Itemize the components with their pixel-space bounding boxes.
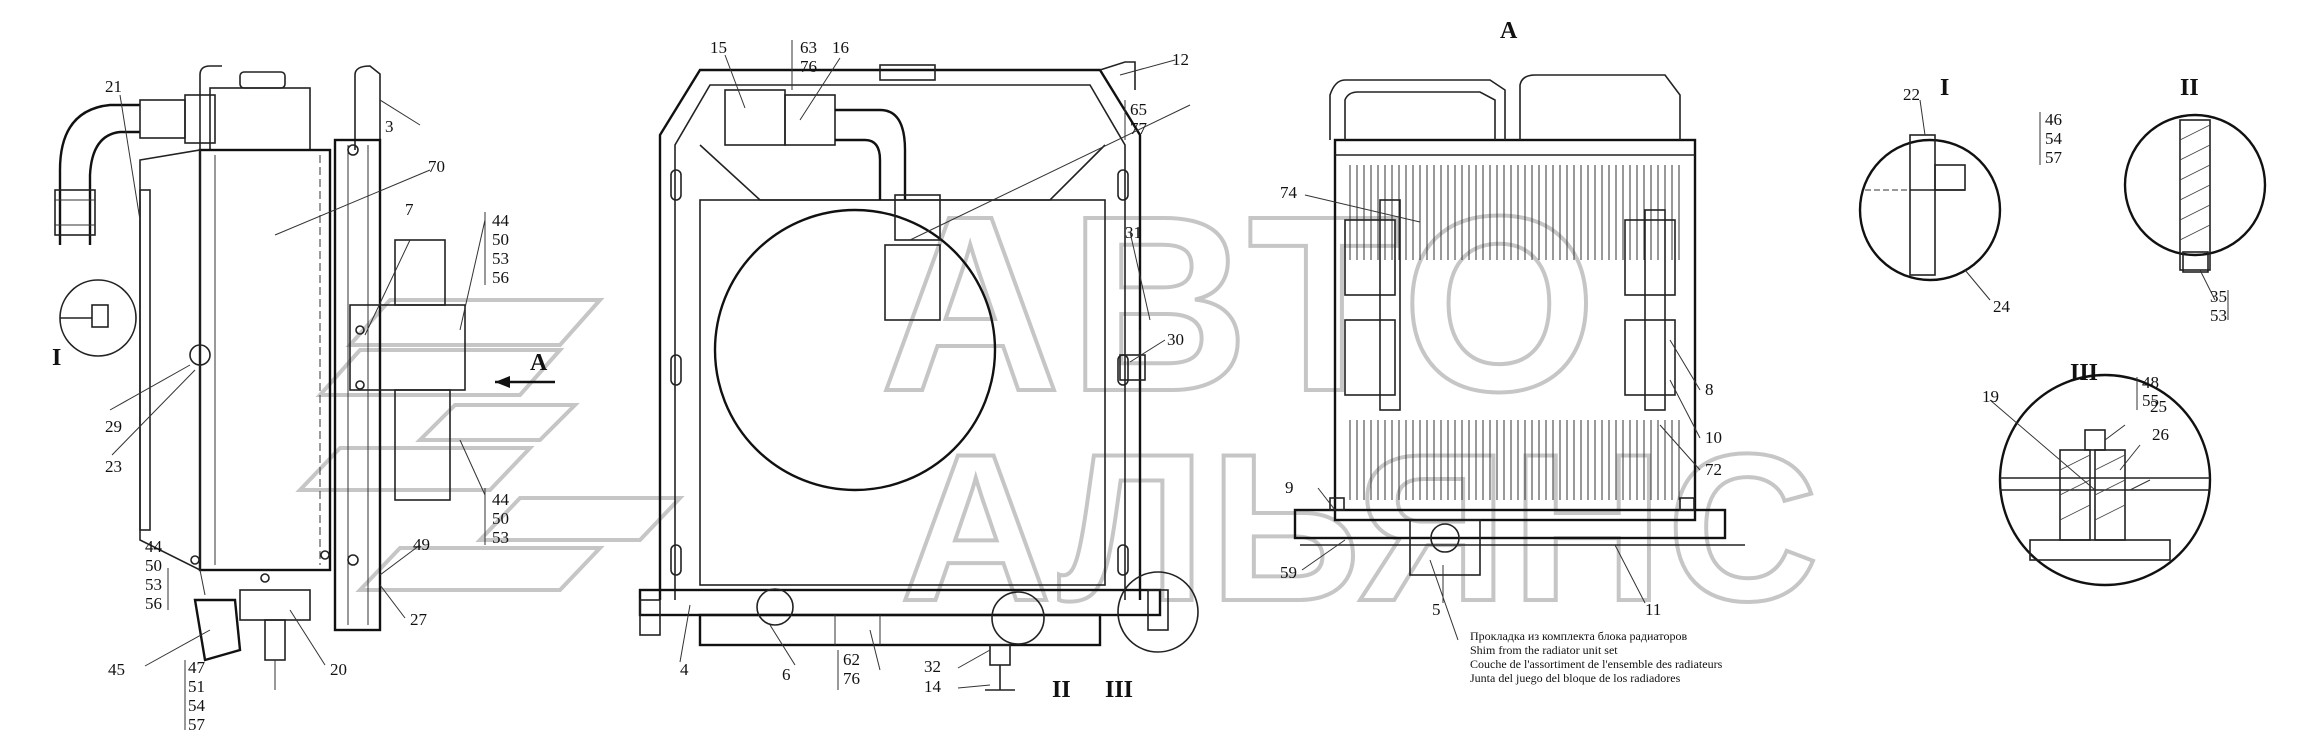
callout: 29 — [105, 417, 122, 436]
watermark-line1: АВТО — [880, 164, 1605, 443]
callout: 50 — [145, 556, 162, 575]
callout: 27 — [410, 610, 428, 629]
callout: 24 — [1993, 297, 2011, 316]
callout: 53 — [2210, 306, 2227, 325]
callout: 50 — [492, 509, 509, 528]
callout: 76 — [800, 57, 817, 76]
detail-2-hatch — [2179, 124, 2211, 241]
callout: 35 — [2210, 287, 2227, 306]
watermark-line2: АЛЬЯНС — [900, 410, 1823, 645]
callout: 48 — [2142, 373, 2159, 392]
callout: 53 — [492, 528, 509, 547]
callout: 6 — [782, 665, 791, 684]
callout: 47 — [188, 658, 206, 677]
callout: 21 — [105, 77, 122, 96]
callout: 74 — [1280, 183, 1298, 202]
callout: 12 — [1172, 50, 1189, 69]
callout: 55 — [2142, 391, 2159, 410]
callout: 9 — [1285, 478, 1294, 497]
core-fins — [1349, 165, 1680, 500]
callout: 77 — [1130, 119, 1148, 138]
note-line-en: Shim from the radiator unit set — [1470, 643, 1618, 657]
callout: 45 — [108, 660, 125, 679]
callout: 76 — [843, 669, 860, 688]
callout: 16 — [832, 38, 849, 57]
watermark-logo-stripes — [295, 298, 685, 592]
callout: 65 — [1130, 100, 1147, 119]
note-line-ru: Прокладка из комплекта блока радиаторов — [1470, 629, 1687, 643]
callout: 19 — [1982, 387, 1999, 406]
callout: 11 — [1645, 600, 1661, 619]
detail-3-title: III — [2070, 360, 2098, 386]
side-view — [54, 65, 466, 690]
callout: 31 — [1125, 223, 1142, 242]
view-a-arrow-label: A — [530, 350, 548, 376]
callout: 15 — [710, 38, 727, 57]
callout: 53 — [145, 575, 162, 594]
callout: 22 — [1903, 85, 1920, 104]
callout: 44 — [492, 211, 510, 230]
watermark: АВТО АЛЬЯНС — [295, 162, 1823, 647]
callout: 50 — [492, 230, 509, 249]
callout: 62 — [843, 650, 860, 669]
leader-lines — [109, 40, 2229, 730]
callout: 59 — [1280, 563, 1297, 582]
shim-note: Прокладка из комплекта блока радиаторов … — [1470, 629, 1723, 685]
callout: 10 — [1705, 428, 1722, 447]
callout: 7 — [405, 200, 414, 219]
callout: 3 — [385, 117, 394, 136]
callout: 72 — [1705, 460, 1722, 479]
callout: 44 — [492, 490, 510, 509]
callout: 56 — [492, 268, 509, 287]
callout: 25 — [2150, 397, 2167, 416]
detail-3-hatch — [2059, 454, 2126, 521]
callout: 57 — [2045, 148, 2063, 167]
callout: 63 — [800, 38, 817, 57]
callout: 53 — [492, 249, 509, 268]
callout: 56 — [145, 594, 162, 613]
detail-1 — [1858, 134, 2002, 282]
callout: 4 — [680, 660, 689, 679]
callout: 5 — [1432, 600, 1441, 619]
detail-2-ref: II — [1052, 677, 1071, 703]
callout-labels: 21 3 70 7 29 23 49 27 45 20 44 50 53 56 … — [105, 38, 2227, 734]
callout: 54 — [2045, 129, 2063, 148]
note-line-fr: Couche de l'assortiment de l'ensemble de… — [1470, 657, 1723, 671]
detail-2 — [2123, 113, 2267, 273]
detail-1-ref: I — [52, 345, 61, 371]
callout: 57 — [188, 715, 206, 734]
detail-3-ref: III — [1105, 677, 1133, 703]
callout: 26 — [2152, 425, 2169, 444]
callout: 46 — [2045, 110, 2062, 129]
detail-2-title: II — [2180, 75, 2199, 101]
detail-1-title: I — [1940, 75, 1949, 101]
callout: 8 — [1705, 380, 1714, 399]
callout: 30 — [1167, 330, 1184, 349]
front-view — [638, 61, 1199, 691]
view-labels: A A I I II II III III — [52, 18, 2199, 703]
callout: 51 — [188, 677, 205, 696]
callout: 44 — [145, 537, 163, 556]
callout: 14 — [924, 677, 942, 696]
callout: 70 — [428, 157, 445, 176]
callout: 54 — [188, 696, 206, 715]
view-a — [1293, 74, 1745, 576]
callout: 49 — [413, 535, 430, 554]
note-line-es: Junta del juego del bloque de los radiad… — [1470, 671, 1681, 685]
detail-3 — [1998, 373, 2212, 587]
callout: 23 — [105, 457, 122, 476]
view-a-title: A — [1500, 18, 1518, 44]
callout: 20 — [330, 660, 347, 679]
callout: 32 — [924, 657, 941, 676]
